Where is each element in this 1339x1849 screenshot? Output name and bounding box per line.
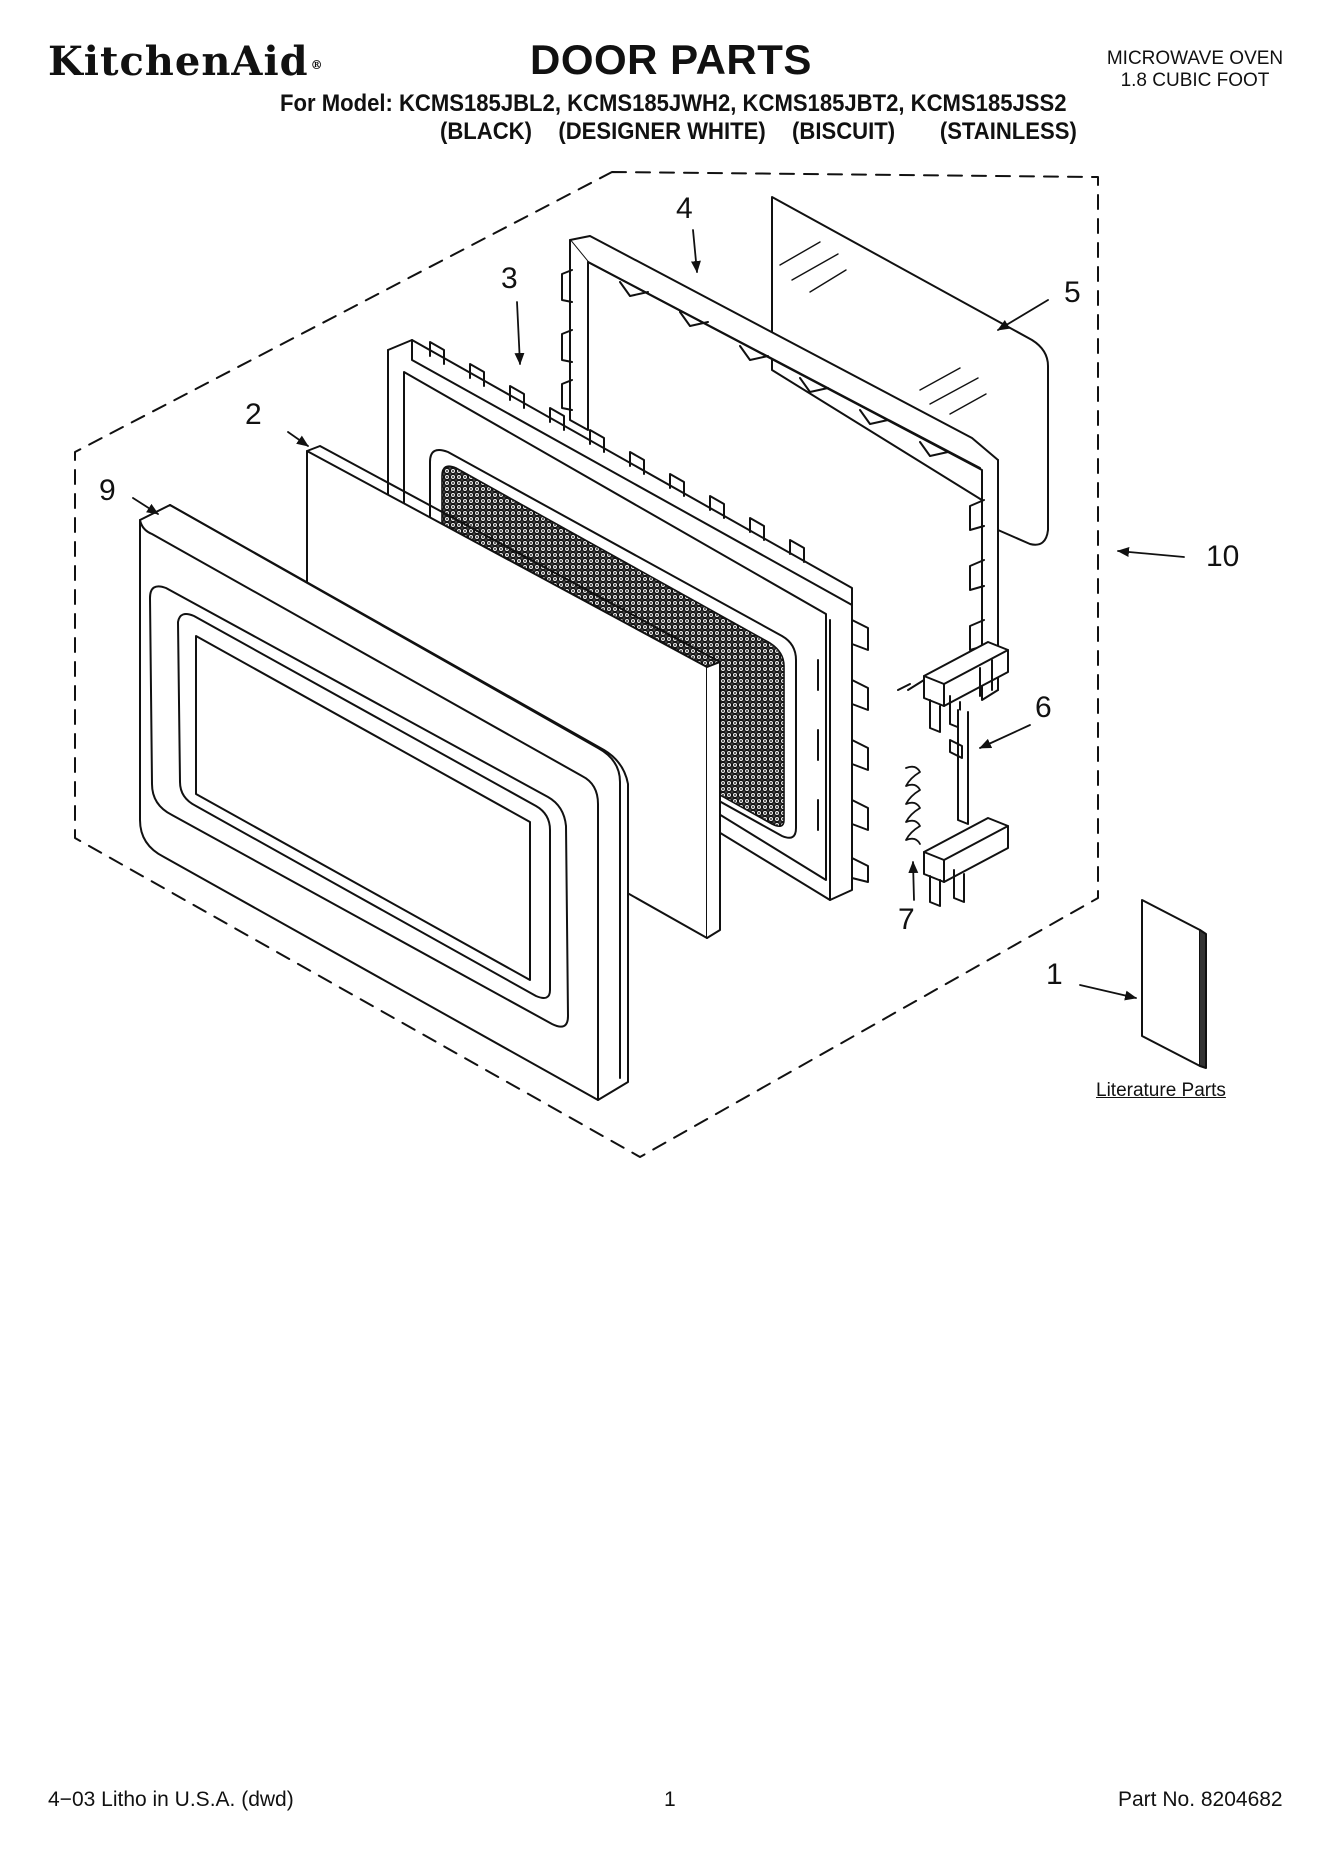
callout-10: 10 <box>1206 540 1240 573</box>
model-list: For Model: KCMS185JBL2, KCMS185JWH2, KCM… <box>280 90 1067 117</box>
assembly-boundary <box>74 171 1099 1158</box>
footer-litho: 4−03 Litho in U.S.A. (dwd) <box>48 1788 294 1811</box>
callout-6: 6 <box>1035 691 1052 724</box>
product-description: MICROWAVE OVEN 1.8 CUBIC FOOT <box>1080 48 1310 92</box>
footer-page-number: 1 <box>664 1788 676 1811</box>
part-9-door-front <box>139 504 629 1101</box>
kitchenaid-logo: KitchenAid® <box>48 38 324 85</box>
footer-part-number: Part No. 8204682 <box>1118 1788 1283 1811</box>
color-designer-white: (DESIGNER WHITE) <box>558 118 766 145</box>
color-stainless: (STAINLESS) <box>939 118 1077 145</box>
color-biscuit: (BISCUIT) <box>792 118 896 145</box>
callout-3: 3 <box>501 262 518 295</box>
callout-4: 4 <box>676 192 693 225</box>
product-type: MICROWAVE OVEN <box>1106 48 1284 69</box>
callout-9: 9 <box>99 474 116 507</box>
part-1-literature <box>1141 899 1207 1069</box>
part-4-door-frame <box>561 235 999 701</box>
color-black: (BLACK) <box>440 118 532 145</box>
callout-2: 2 <box>245 398 262 431</box>
literature-parts-label: Literature Parts <box>1096 1080 1226 1101</box>
callout-7: 7 <box>898 903 915 936</box>
callout-1: 1 <box>1046 958 1063 991</box>
model-colors: (BLACK) (DESIGNER WHITE) (BISCUIT) (STAI… <box>440 118 1077 146</box>
product-capacity: 1.8 CUBIC FOOT <box>1120 70 1270 91</box>
part-6-door-latch <box>897 641 1009 907</box>
callout-arrows <box>132 229 1185 1001</box>
page-title: DOOR PARTS <box>530 36 812 83</box>
callout-5: 5 <box>1064 276 1081 309</box>
part-7-latch-spring <box>905 765 921 845</box>
